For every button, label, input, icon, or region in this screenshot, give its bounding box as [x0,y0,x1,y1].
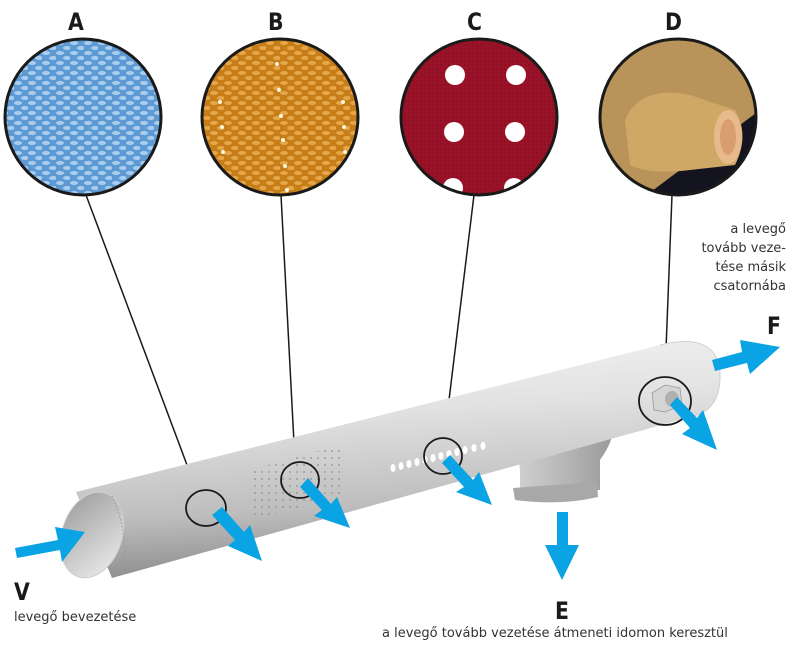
swatch-letter-a: A [68,8,84,36]
airflow-arrows [15,340,780,580]
label-e-letter: E [555,597,569,625]
arrow-outlet-e [545,512,579,580]
swatch-c-perforated-fabric [399,37,559,198]
duct-pipe [59,341,721,579]
swatch-b-microperforated-fabric [200,37,360,197]
arrow-outlet-b [300,478,350,528]
detail-markers [185,376,692,527]
arrow-outlet-c [442,455,492,505]
swatch-d-fabric-nozzle [598,37,758,197]
arrow-outlet-a [212,507,262,561]
label-f-line-3: tése másik [715,260,786,275]
arrow-outlet-f [712,340,780,374]
swatch-letter-c: C [467,8,482,36]
label-f-line-4: csatornába [713,279,786,294]
swatch-letter-d: D [665,8,682,36]
arrow-inlet [15,527,85,562]
label-f-letter: F [767,312,781,340]
arrow-outlet-d [670,397,717,450]
label-f-line-1: a levegő [730,222,786,237]
swatch-letter-b: B [268,8,284,36]
swatch-a-woven-fabric [3,37,163,197]
label-f-line-2: tovább veze- [701,241,786,256]
label-e-caption: a levegő tovább vezetése átmeneti idomon… [382,626,728,641]
label-f-caption: a levegő tovább veze- tése másik csatorn… [701,220,786,296]
label-v-caption: levegő bevezetése [14,610,137,625]
label-v-letter: V [14,578,30,606]
